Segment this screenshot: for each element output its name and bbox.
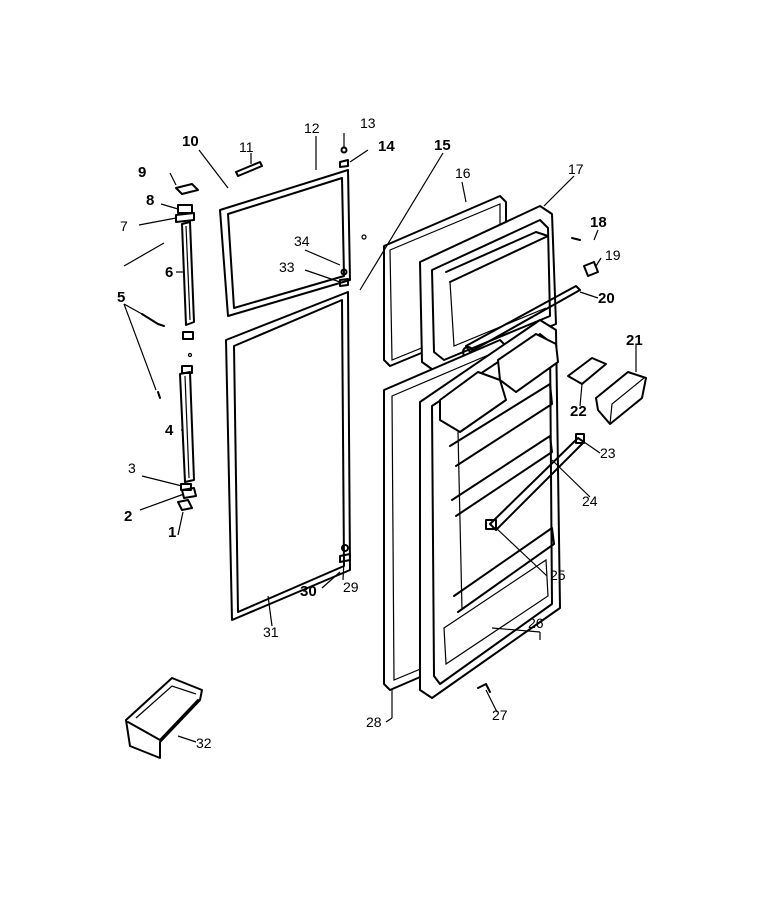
label-14: 14: [378, 138, 395, 155]
part-17-freezer-door-liner: [419, 205, 557, 373]
part-6-upper-handle: [181, 221, 195, 326]
label-18: 18: [590, 214, 607, 231]
label-26: 26: [528, 615, 544, 631]
part-7-hinge-cover: [175, 212, 195, 223]
part-23-rail-end-cap: [575, 433, 585, 444]
part-27-screw: [477, 683, 491, 693]
part-31-fresh-food-gasket: [225, 291, 351, 621]
label-5: 5: [117, 289, 125, 306]
leader-lines: [123, 133, 637, 743]
part-8-bushing: [177, 204, 193, 214]
part-22-dairy-door: [567, 357, 607, 385]
label-4: 4: [165, 422, 174, 439]
handle-end-caps: [181, 331, 194, 374]
label-15: 15: [434, 137, 451, 154]
label-34: 34: [294, 233, 310, 249]
parts-1-3-lower-hinge: [177, 483, 197, 511]
label-3: 3: [128, 460, 136, 476]
part-12-freezer-gasket: [219, 169, 351, 317]
label-17: 17: [568, 161, 584, 177]
part-4-lower-handle: [179, 371, 195, 483]
part-5-screws: [141, 313, 165, 399]
label-32: 32: [196, 735, 212, 751]
part-32-crisper-tray: [125, 677, 203, 759]
label-9: 9: [138, 164, 146, 181]
label-16: 16: [455, 165, 471, 181]
label-21: 21: [626, 332, 643, 349]
label-27: 27: [492, 707, 508, 723]
label-25: 25: [550, 567, 566, 583]
part-18-screw: [571, 237, 581, 241]
parts-29-30-hinge-pin: [339, 544, 351, 563]
label-24: 24: [582, 493, 598, 509]
label-1: 1: [168, 524, 176, 541]
label-10: 10: [182, 133, 199, 150]
label-23: 23: [600, 445, 616, 461]
part-25-rail-end-cap: [485, 519, 497, 530]
label-31: 31: [263, 624, 279, 640]
label-8: 8: [146, 192, 154, 209]
label-22: 22: [570, 403, 587, 420]
label-6: 6: [165, 264, 173, 281]
parts-13-14-hinge-pins: [339, 146, 367, 287]
part-21-dairy-bin: [595, 371, 647, 425]
label-2: 2: [124, 508, 132, 525]
label-28: 28: [366, 714, 382, 730]
label-13: 13: [360, 115, 376, 131]
part-labels: 1 2 3 4 5 6 7 8 9 10 11 12 13 14 15 16 1…: [117, 115, 643, 751]
label-20: 20: [598, 290, 615, 307]
label-19: 19: [605, 247, 621, 263]
label-33: 33: [279, 259, 295, 275]
label-7: 7: [120, 218, 128, 234]
label-11: 11: [239, 139, 254, 155]
label-30: 30: [300, 583, 317, 600]
part-19-rail-end-cap: [583, 261, 599, 277]
door-liner-shelves: [439, 333, 559, 613]
label-29: 29: [343, 579, 359, 595]
part-11-trim-strip: [235, 161, 263, 177]
label-12: 12: [304, 120, 320, 136]
part-9-top-hinge: [175, 183, 199, 195]
